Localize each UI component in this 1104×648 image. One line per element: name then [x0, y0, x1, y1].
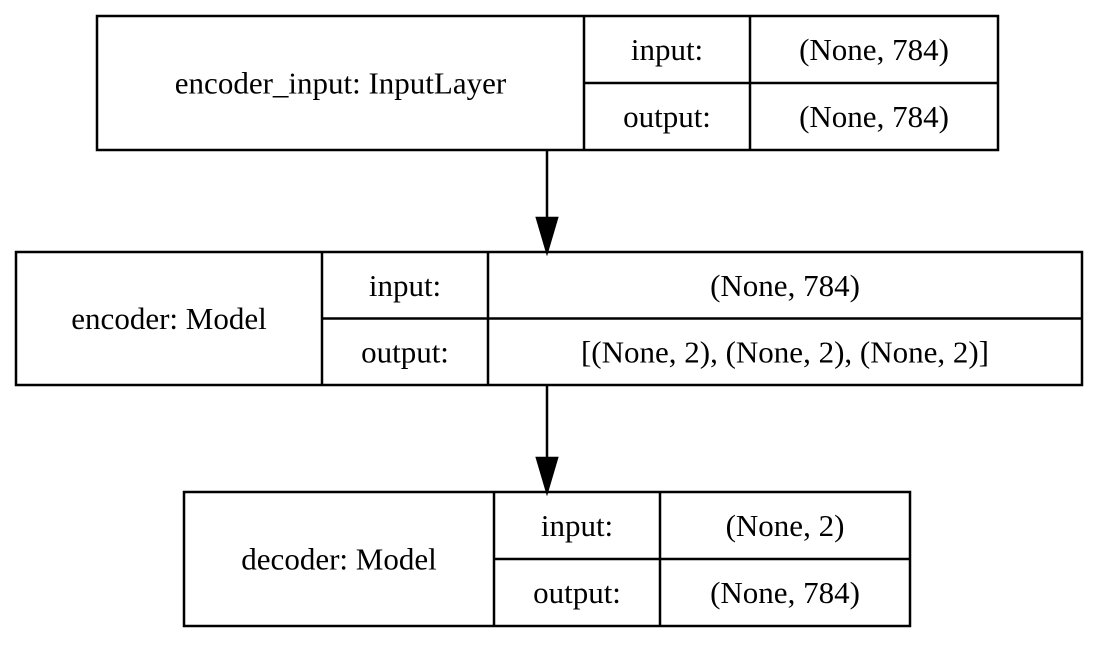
output-shape: [(None, 2), (None, 2), (None, 2)] — [581, 334, 989, 369]
layer-node: encoder_input: InputLayer input: (None, 78… — [95, 14, 1000, 152]
layer-name: decoder: Model — [241, 542, 436, 577]
layer-name: encoder: Model — [71, 301, 266, 336]
edge-arrow — [535, 150, 559, 257]
layer-name: encoder_input: InputLayer — [175, 66, 507, 101]
input-label: input: — [541, 508, 613, 543]
input-shape: (None, 2) — [726, 508, 845, 543]
input-label: input: — [369, 268, 441, 303]
input-shape: (None, 784) — [799, 32, 949, 67]
input-label: input: — [631, 32, 703, 67]
output-label: output: — [533, 575, 621, 610]
output-shape: (None, 784) — [799, 99, 949, 134]
output-label: output: — [623, 99, 711, 134]
edge-arrow — [535, 385, 559, 497]
output-label: output: — [361, 334, 449, 369]
layer-node: encoder: Model input: (None, 784) output: [(… — [14, 250, 1084, 387]
output-shape: (None, 784) — [710, 575, 860, 610]
input-shape: (None, 784) — [710, 268, 860, 303]
layer-node: decoder: Model input: (None, 2) output: (Non… — [182, 490, 912, 628]
